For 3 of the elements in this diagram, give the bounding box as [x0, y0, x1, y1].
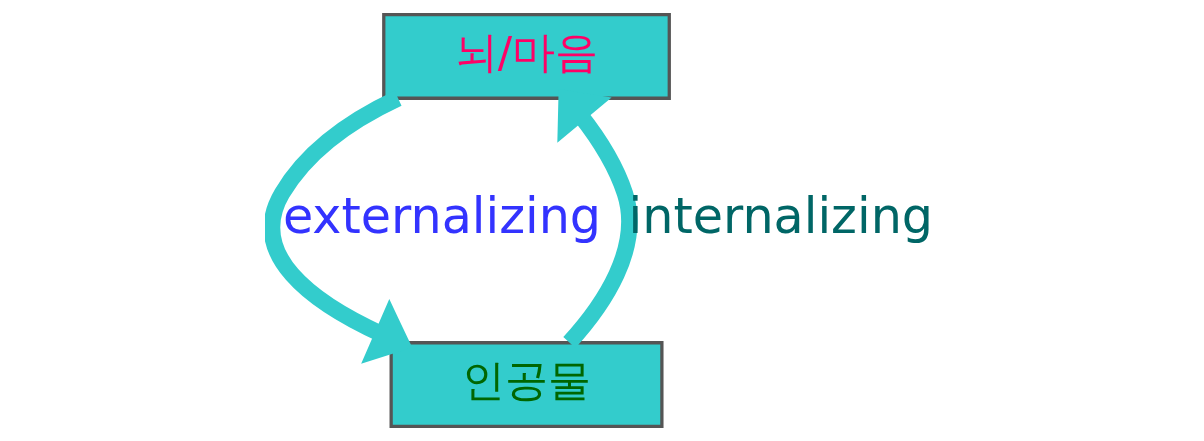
node-box: 뇌/마음	[381, 12, 671, 100]
node-box: 인공물	[389, 341, 664, 429]
edge-label: externalizing	[282, 186, 601, 245]
